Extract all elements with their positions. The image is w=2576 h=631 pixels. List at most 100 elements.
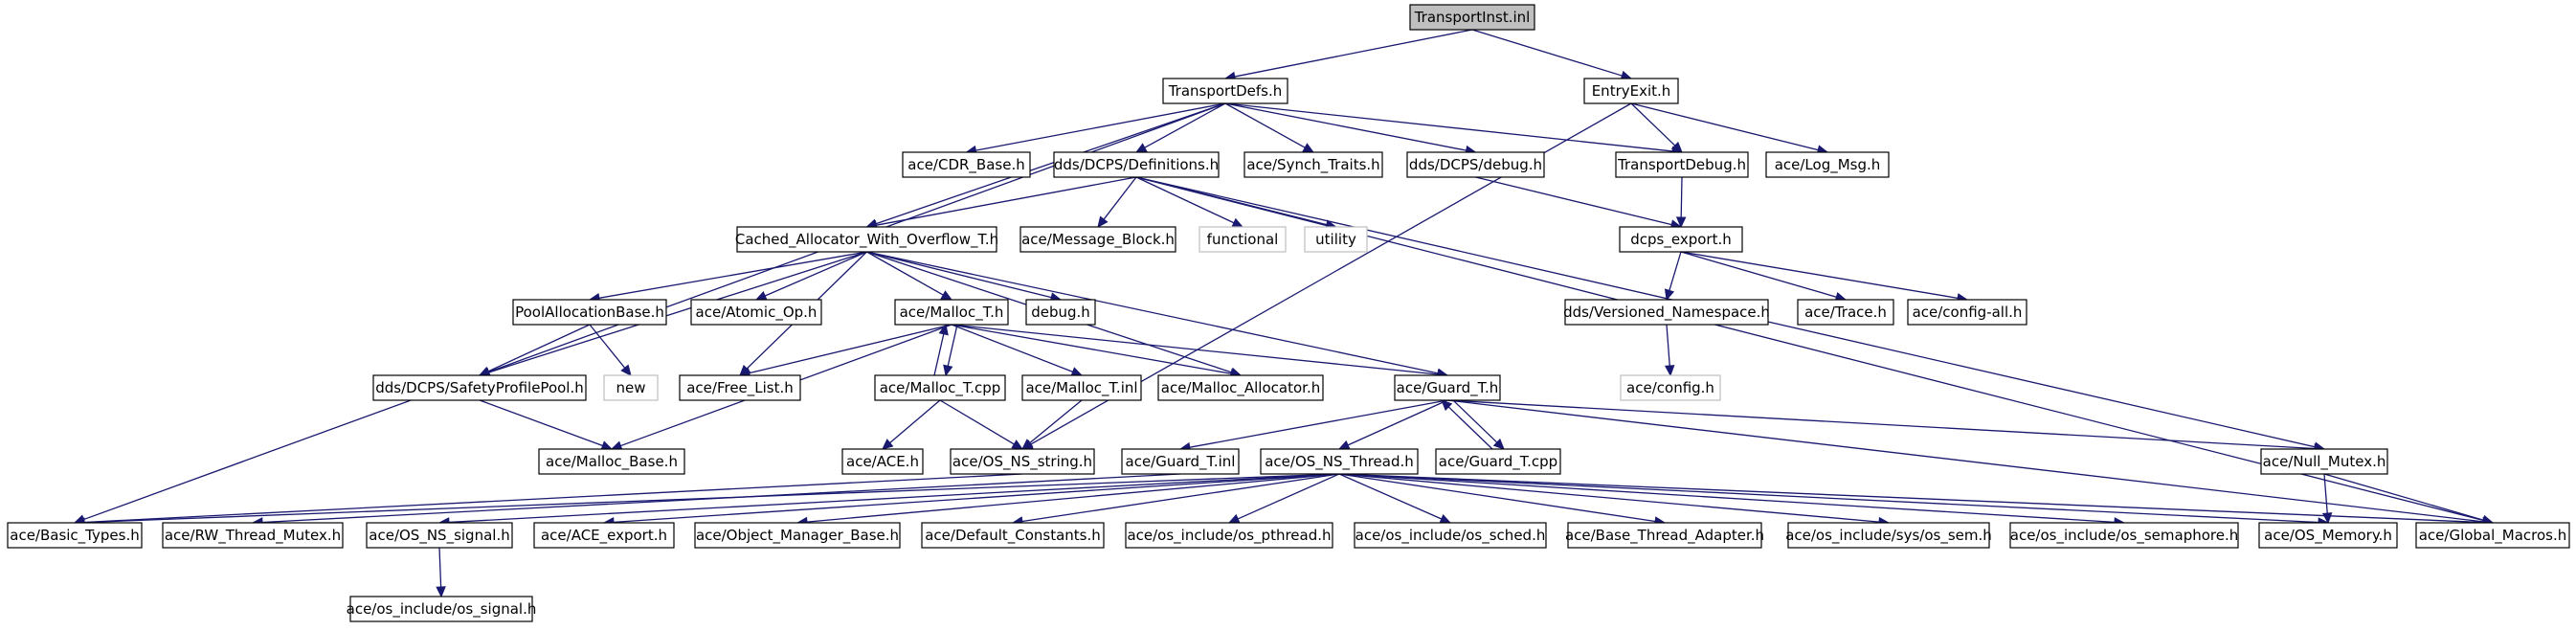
node-transportdebug[interactable]: TransportDebug.h bbox=[1615, 151, 1749, 178]
node-box bbox=[1243, 151, 1383, 178]
node-box bbox=[7, 522, 143, 549]
node-malloc-t-cpp[interactable]: ace/Malloc_T.cpp bbox=[874, 374, 1006, 401]
node-os-pthread[interactable]: ace/os_include/os_pthread.h bbox=[1125, 522, 1333, 549]
node-new-h[interactable]: new bbox=[603, 374, 659, 401]
edge-line bbox=[951, 324, 1232, 374]
node-dcps-export[interactable]: dcps_export.h bbox=[1619, 226, 1743, 253]
node-box bbox=[950, 448, 1095, 475]
node-label: ace/Trace.h bbox=[1804, 304, 1887, 321]
node-functional[interactable]: functional bbox=[1198, 226, 1287, 253]
node-transportinst[interactable]: TransportInst.inl bbox=[1409, 4, 1535, 31]
node-ace-config[interactable]: ace/config.h bbox=[1620, 374, 1721, 401]
node-free-list[interactable]: ace/Free_List.h bbox=[679, 374, 801, 401]
node-atomic-op[interactable]: ace/Atomic_Op.h bbox=[690, 299, 822, 326]
arrowhead-icon bbox=[940, 290, 953, 301]
node-utility[interactable]: utility bbox=[1304, 226, 1368, 253]
edge-line bbox=[1237, 473, 1340, 520]
edge-line bbox=[1338, 473, 1880, 523]
node-box bbox=[1615, 151, 1749, 178]
node-box bbox=[736, 226, 997, 253]
node-malloc-t-h[interactable]: ace/Malloc_T.h bbox=[894, 299, 1009, 326]
edge-line bbox=[1452, 399, 1498, 443]
edge-transportdefs-to-synch-traits bbox=[1224, 102, 1315, 153]
node-global-macros[interactable]: ace/Global_Macros.h bbox=[2415, 522, 2570, 549]
arrowhead-icon bbox=[882, 439, 894, 450]
node-cached-alloc[interactable]: Cached_Allocator_With_Overflow_T.h bbox=[735, 226, 998, 253]
node-message-block[interactable]: ace/Message_Block.h bbox=[1019, 226, 1176, 253]
edge-line bbox=[1224, 102, 1467, 151]
edge-line bbox=[479, 399, 603, 447]
node-object-manager-base[interactable]: ace/Object_Manager_Base.h bbox=[694, 522, 901, 549]
node-label: ace/ACE.h bbox=[846, 453, 919, 470]
node-dcps-debug[interactable]: dds/DCPS/debug.h bbox=[1406, 151, 1545, 178]
node-label: ace/Malloc_T.cpp bbox=[880, 379, 1001, 397]
node-definitions[interactable]: dds/DCPS/Definitions.h bbox=[1053, 151, 1220, 178]
edge-poolalloc-to-safetyprofile bbox=[478, 324, 591, 376]
edge-malloc-t-h-to-free-list bbox=[738, 324, 952, 378]
node-basic-types[interactable]: ace/Basic_Types.h bbox=[7, 522, 143, 549]
edge-os-ns-thread-to-os-ns-signal bbox=[437, 473, 1340, 528]
node-os-ns-string[interactable]: ace/OS_NS_string.h bbox=[950, 448, 1095, 475]
node-default-constants[interactable]: ace/Default_Constants.h bbox=[921, 522, 1105, 549]
arrowhead-icon bbox=[478, 366, 491, 376]
edge-malloc-t-cpp-to-ace-h bbox=[882, 399, 941, 450]
node-malloc-allocator[interactable]: ace/Malloc_Allocator.h bbox=[1157, 374, 1324, 401]
node-ace-export[interactable]: ace/ACE_export.h bbox=[533, 522, 675, 549]
node-label: utility bbox=[1315, 231, 1356, 248]
node-malloc-base[interactable]: ace/Malloc_Base.h bbox=[538, 448, 685, 475]
node-os-sched[interactable]: ace/os_include/os_sched.h bbox=[1354, 522, 1547, 549]
node-safetyprofile[interactable]: dds/DCPS/SafetyProfilePool.h bbox=[372, 374, 587, 401]
node-os-ns-thread[interactable]: ace/OS_NS_Thread.h bbox=[1260, 448, 1419, 475]
node-rw-thread-mutex[interactable]: ace/RW_Thread_Mutex.h bbox=[162, 522, 344, 549]
node-entryexit[interactable]: EntryExit.h bbox=[1583, 78, 1679, 104]
node-ace-h[interactable]: ace/ACE.h bbox=[841, 448, 924, 475]
node-os-sys-sem[interactable]: ace/os_include/sys/os_sem.h bbox=[1785, 522, 1992, 549]
arrowhead-icon bbox=[1664, 288, 1675, 302]
edge-line bbox=[866, 251, 1052, 299]
edge-line bbox=[438, 547, 442, 588]
node-log-msg[interactable]: ace/Log_Msg.h bbox=[1765, 151, 1890, 178]
node-os-memory[interactable]: ace/OS_Memory.h bbox=[2258, 522, 2398, 549]
edge-guard-t-h-to-null-mutex bbox=[1446, 399, 2326, 454]
node-box bbox=[533, 522, 675, 549]
node-versioned-ns[interactable]: dds/Versioned_Namespace.h bbox=[1563, 299, 1770, 326]
node-debug-h[interactable]: debug.h bbox=[1025, 299, 1096, 326]
node-transportdefs[interactable]: TransportDefs.h bbox=[1162, 78, 1288, 104]
node-label: ace/Malloc_Base.h bbox=[546, 453, 678, 471]
edge-os-ns-thread-to-default-constants bbox=[1011, 473, 1340, 527]
edge-null-mutex-to-os-memory bbox=[2321, 473, 2333, 525]
node-cdr-base[interactable]: ace/CDR_Base.h bbox=[902, 151, 1031, 178]
node-label: ace/os_include/sys/os_sem.h bbox=[1785, 527, 1992, 545]
node-os-signal[interactable]: ace/os_include/os_signal.h bbox=[347, 596, 537, 622]
node-label: ace/Null_Mutex.h bbox=[2263, 453, 2386, 471]
arrowhead-icon bbox=[1134, 143, 1148, 153]
node-box bbox=[679, 374, 801, 401]
edge-transportinst-to-entryexit bbox=[1471, 29, 1633, 80]
node-guard-t-h[interactable]: ace/Guard_T.h bbox=[1394, 374, 1501, 401]
node-guard-t-inl[interactable]: ace/Guard_T.inl bbox=[1121, 448, 1240, 475]
edge-line bbox=[1475, 176, 1672, 226]
node-os-semaphore[interactable]: ace/os_include/os_semaphore.h bbox=[2009, 522, 2239, 549]
edge-layer bbox=[73, 29, 2495, 598]
node-null-mutex[interactable]: ace/Null_Mutex.h bbox=[2260, 448, 2388, 475]
node-os-ns-signal[interactable]: ace/OS_NS_signal.h bbox=[366, 522, 513, 549]
node-guard-t-cpp[interactable]: ace/Guard_T.cpp bbox=[1435, 448, 1561, 475]
node-label: EntryExit.h bbox=[1592, 82, 1671, 100]
node-malloc-t-inl[interactable]: ace/Malloc_T.inl bbox=[1021, 374, 1142, 401]
arrowhead-icon bbox=[1021, 439, 1034, 450]
arrowhead-icon bbox=[1439, 513, 1452, 524]
edge-line bbox=[975, 102, 1226, 151]
node-base-thread-adapter[interactable]: ace/Base_Thread_Adapter.h bbox=[1565, 522, 1764, 549]
arrowhead-icon bbox=[1302, 143, 1315, 153]
node-box bbox=[2009, 522, 2239, 549]
edge-transportdebug-to-dcps-export bbox=[1675, 176, 1687, 229]
edge-line bbox=[487, 324, 591, 372]
node-trace[interactable]: ace/Trace.h bbox=[1797, 299, 1894, 326]
node-label: dds/Versioned_Namespace.h bbox=[1563, 304, 1770, 322]
arrowhead-icon bbox=[1227, 513, 1241, 524]
edge-entryexit-to-log-msg bbox=[1630, 102, 1829, 155]
node-config-all[interactable]: ace/config-all.h bbox=[1907, 299, 2027, 326]
node-synch-traits[interactable]: ace/Synch_Traits.h bbox=[1243, 151, 1383, 178]
node-poolalloc[interactable]: PoolAllocationBase.h bbox=[512, 299, 667, 326]
